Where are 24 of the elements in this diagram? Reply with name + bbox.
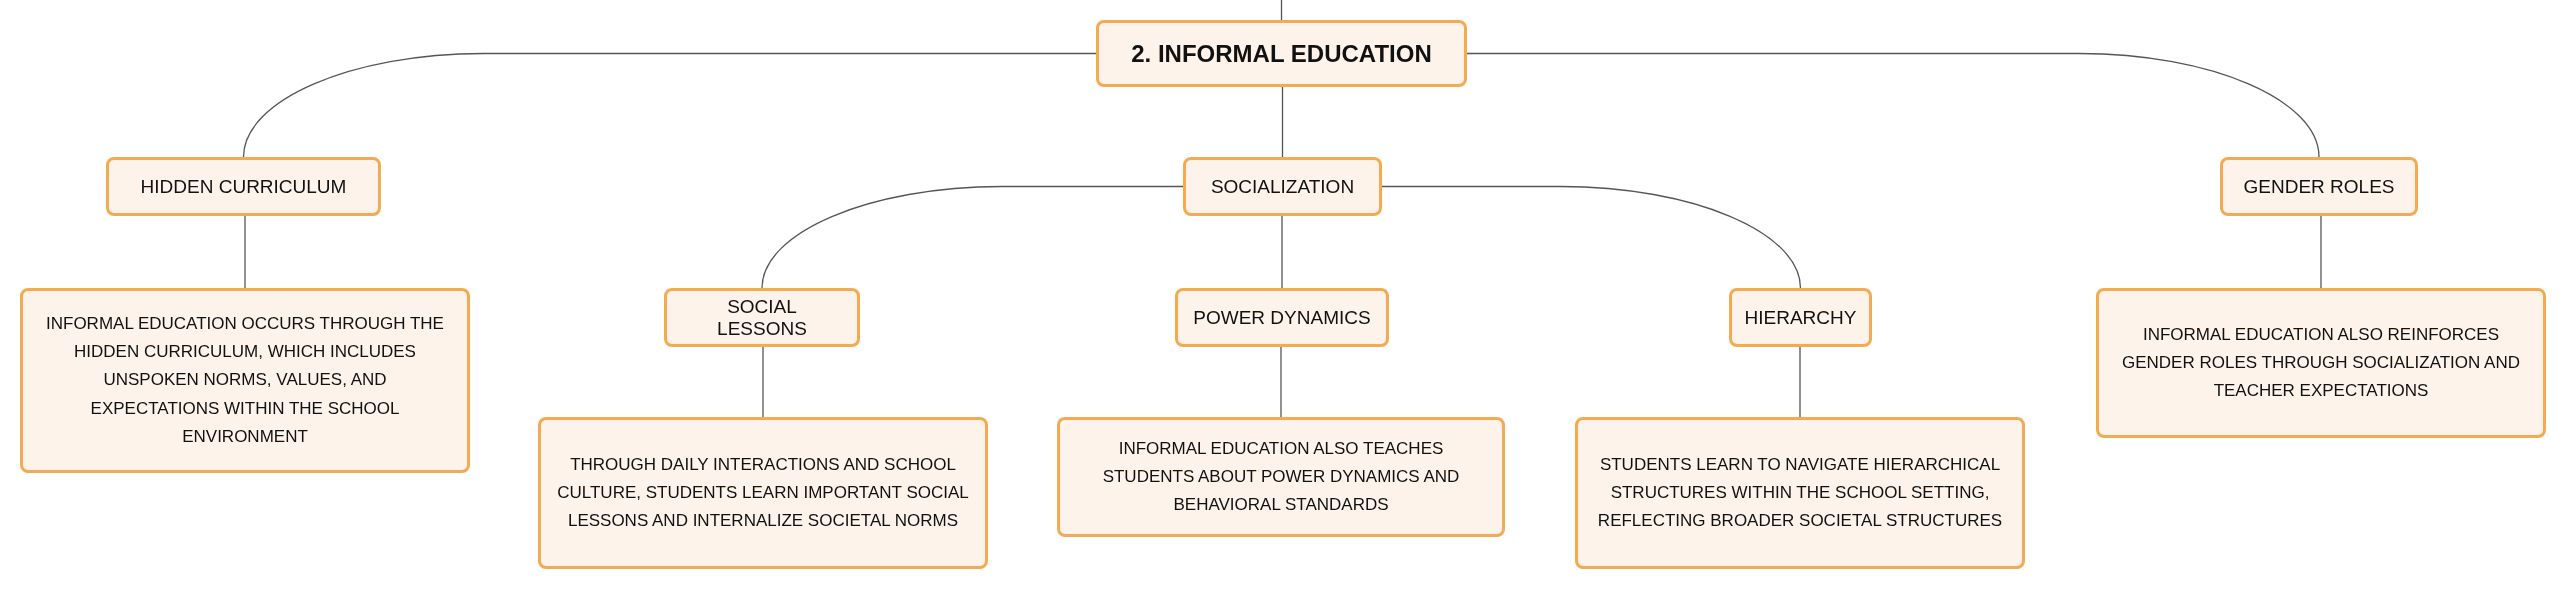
- topic-box: HIDDEN CURRICULUM: [106, 157, 381, 216]
- connector-line: [242, 52, 1097, 158]
- connector-line: [1799, 346, 1801, 418]
- connector-line: [2320, 215, 2322, 289]
- description-box: INFORMAL EDUCATION ALSO REINFORCES GENDER ROLES THROUGH SOCIALIZATION AND TEACHER EXPECTATIONS: [2096, 288, 2546, 438]
- description-box: INFORMAL EDUCATION ALSO TEACHES STUDENTS ABOUT POWER DYNAMICS AND BEHAVIORAL STANDARDS: [1057, 417, 1505, 537]
- description-box: INFORMAL EDUCATION OCCURS THROUGH THE HIDDEN CURRICULUM, WHICH INCLUDES UNSPOKEN NORMS, VALUES, AND EXPECTATIONS WITHIN THE SCHOOL ENVIRONMENT: [20, 288, 470, 473]
- connector-line: [1466, 52, 2320, 158]
- topic-box: GENDER ROLES: [2220, 157, 2418, 216]
- connector-line: [1280, 346, 1282, 418]
- connector-line: [1381, 185, 1802, 289]
- topic-box: SOCIAL LESSONS: [664, 288, 860, 347]
- connector-line: [244, 215, 246, 289]
- description-box: STUDENTS LEARN TO NAVIGATE HIERARCHICAL STRUCTURES WITHIN THE SCHOOL SETTING, REFLECTING BROADER SOCIETAL STRUCTURES: [1575, 417, 2025, 569]
- connector-line: [1281, 215, 1283, 289]
- connector-line: [1281, 86, 1284, 158]
- topic-box: SOCIALIZATION: [1183, 157, 1382, 216]
- title-box: 2. INFORMAL EDUCATION: [1096, 20, 1467, 87]
- connector-line: [1280, 0, 1283, 21]
- description-box: THROUGH DAILY INTERACTIONS AND SCHOOL CULTURE, STUDENTS LEARN IMPORTANT SOCIAL LESSONS AND INTERNALIZE SOCIETAL NORMS: [538, 417, 988, 569]
- topic-box: HIERARCHY: [1729, 288, 1872, 347]
- topic-box: POWER DYNAMICS: [1175, 288, 1389, 347]
- connector-line: [761, 185, 1184, 289]
- connector-line: [762, 346, 764, 418]
